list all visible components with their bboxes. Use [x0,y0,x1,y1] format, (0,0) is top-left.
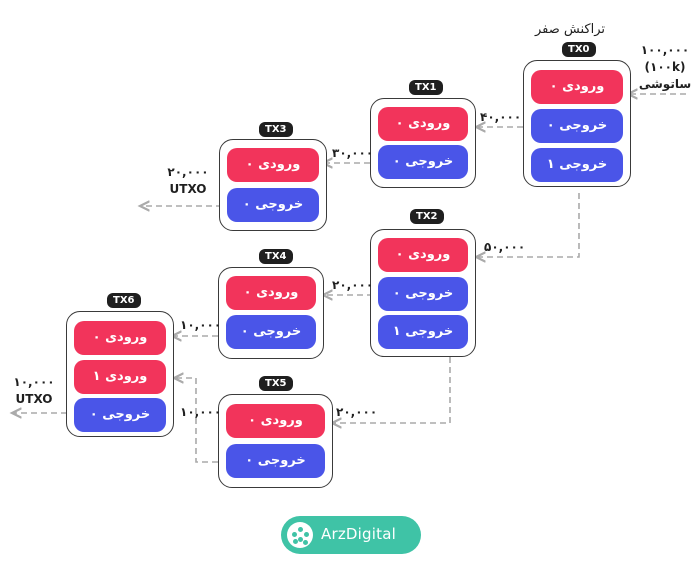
tx0-output-1: خروجی ۱ [531,148,623,182]
tx6-input-1: ورودی ۱ [74,360,166,394]
tx2-output-0: خروجی ۰ [378,277,468,311]
edge-label-tx2-tx4: ۲۰,۰۰۰ [332,278,374,292]
tx4-input-0: ورودی ۰ [226,276,316,310]
tx6-tag: TX6 [107,293,141,308]
tx5-box: ورودی ۰ خروجی ۰ [218,394,333,488]
tx4-tag: TX4 [259,249,293,264]
edge-label-tx0-tx2: ۵۰,۰۰۰ [484,240,526,254]
edge-label-tx4-tx6: ۱۰,۰۰۰ [180,318,222,332]
edge-label-tx5-tx6: ۱۰,۰۰۰ [180,405,222,419]
edge-tx5-tx6 [174,378,218,463]
tx2-box: ورودی ۰ خروجی ۰ خروجی ۱ [370,229,476,357]
edge-label-tx2-tx5: ۲۰,۰۰۰ [336,405,378,419]
utxo-tx6: ۱۰,۰۰۰ UTXO [4,374,64,408]
tx3-tag: TX3 [259,122,293,137]
tx0-tag: TX0 [562,42,596,57]
brand-name: ArzDigital [321,525,396,543]
tx3-box: ورودی ۰ خروجی ۰ [219,139,327,231]
tx5-tag: TX5 [259,376,293,391]
edge-tx0-tx2 [476,193,580,257]
tx2-input-0: ورودی ۰ [378,238,468,272]
tx1-input-0: ورودی ۰ [378,107,468,141]
tx2-output-1: خروجی ۱ [378,315,468,349]
utxo-tx3-amount: ۲۰,۰۰۰ [167,165,209,179]
tx0-output-0: خروجی ۰ [531,109,623,143]
source-amount: ۱۰۰,۰۰۰ [640,43,690,57]
tx1-box: ورودی ۰ خروجی ۰ [370,98,476,188]
tx0-box: ورودی ۰ خروجی ۰ خروجی ۱ [523,60,631,187]
utxo-tx6-label: UTXO [15,392,53,406]
tx6-box: ورودی ۰ ورودی ۱ خروجی ۰ [66,311,174,437]
tx1-output-0: خروجی ۰ [378,145,468,179]
arzdigital-logo: ArzDigital [281,516,421,554]
edge-label-tx1-tx3: ۳۰,۰۰۰ [332,146,374,160]
tx5-output-0: خروجی ۰ [226,444,325,478]
utxo-tx6-amount: ۱۰,۰۰۰ [13,375,55,389]
source-amount-label: ۱۰۰,۰۰۰ (۱۰۰k) ساتوشی [630,42,700,93]
brand-mark-icon [287,522,313,548]
utxo-tx3-label: UTXO [169,182,207,196]
source-amount-k: (۱۰۰k) [644,60,686,74]
utxo-tx3: ۲۰,۰۰۰ UTXO [158,164,218,198]
tx1-tag: TX1 [409,80,443,95]
edge-label-tx0-tx1: ۴۰,۰۰۰ [480,110,522,124]
tx3-input-0: ورودی ۰ [227,148,319,182]
tx4-box: ورودی ۰ خروجی ۰ [218,267,324,359]
tx5-input-0: ورودی ۰ [226,404,325,438]
source-unit: ساتوشی [638,77,692,91]
tx3-output-0: خروجی ۰ [227,188,319,222]
edge-tx2-tx5 [332,357,451,423]
tx6-output-0: خروجی ۰ [74,398,166,432]
tx2-tag: TX2 [410,209,444,224]
tx6-input-0: ورودی ۰ [74,321,166,355]
tx4-output-0: خروجی ۰ [226,315,316,349]
tx0-title: تراکنش صفر [535,22,606,37]
tx0-input-0: ورودی ۰ [531,70,623,104]
